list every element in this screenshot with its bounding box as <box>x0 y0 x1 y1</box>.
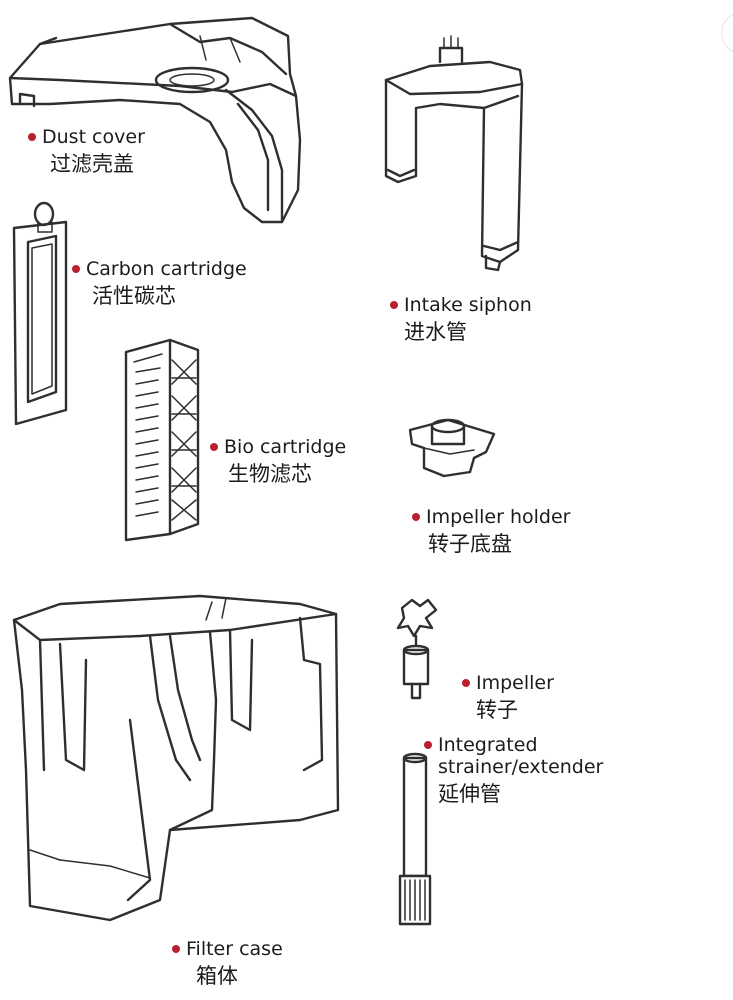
filter-case-drawing <box>12 594 340 922</box>
label-en: Carbon cartridge <box>86 258 247 280</box>
label-dust-cover: Dust cover 过滤壳盖 <box>28 126 145 178</box>
bullet-dot <box>210 443 218 451</box>
label-en: Filter case <box>186 938 283 960</box>
dust-cover-drawing <box>8 16 302 224</box>
strainer-drawing <box>398 752 432 926</box>
bullet-dot <box>424 741 432 749</box>
carbon-cartridge-drawing <box>12 201 68 426</box>
bullet-dot <box>412 513 420 521</box>
impeller-holder-drawing <box>408 418 496 478</box>
bullet-dot <box>172 945 180 953</box>
label-zh: 进水管 <box>404 320 467 344</box>
label-en: Bio cartridge <box>224 436 347 458</box>
label-carbon-cartridge: Carbon cartridge 活性碳芯 <box>72 258 247 310</box>
label-en: Impeller <box>476 672 554 694</box>
label-bio-cartridge: Bio cartridge 生物滤芯 <box>210 436 346 488</box>
label-en: Impeller holder <box>426 506 571 528</box>
label-en: Integrated <box>438 734 538 756</box>
label-en: Dust cover <box>42 126 145 148</box>
bullet-dot <box>28 133 36 141</box>
label-zh: 转子 <box>476 698 518 722</box>
label-zh: 活性碳芯 <box>92 284 176 308</box>
label-zh: 延伸管 <box>438 782 501 806</box>
impeller-drawing <box>396 598 438 700</box>
label-filter-case: Filter case 箱体 <box>172 938 283 990</box>
bullet-dot <box>72 265 80 273</box>
label-intake-siphon: Intake siphon 进水管 <box>390 294 532 346</box>
intake-siphon-drawing <box>384 35 524 272</box>
label-impeller: Impeller 转子 <box>462 672 554 724</box>
label-strainer: Integrated strainer/extender 延伸管 <box>424 734 603 808</box>
label-zh: 过滤壳盖 <box>50 152 134 176</box>
bullet-dot <box>462 679 470 687</box>
label-en: Intake siphon <box>404 294 532 316</box>
bio-cartridge-drawing <box>124 338 200 542</box>
label-impeller-holder: Impeller holder 转子底盘 <box>412 506 570 558</box>
label-zh: 生物滤芯 <box>228 462 312 486</box>
label-en-line2: strainer/extender <box>438 756 604 778</box>
bullet-dot <box>390 301 398 309</box>
label-zh: 箱体 <box>196 964 238 988</box>
label-zh: 转子底盘 <box>428 532 512 556</box>
